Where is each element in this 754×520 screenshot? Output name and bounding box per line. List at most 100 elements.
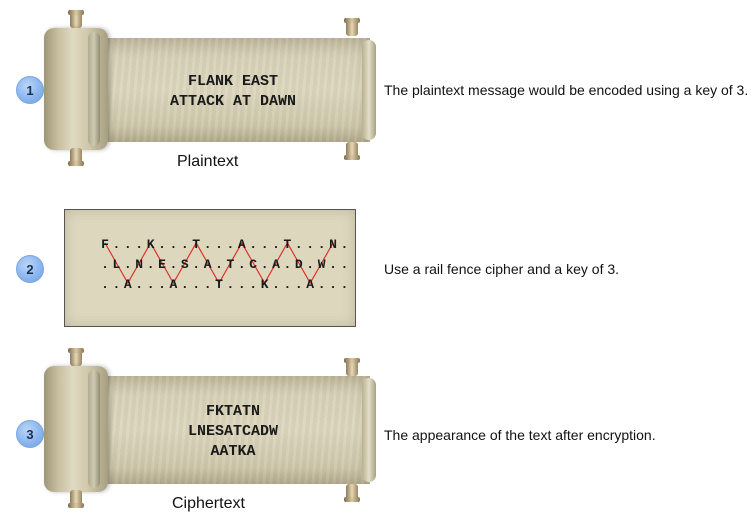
zigzag-path bbox=[104, 241, 334, 285]
ciphertext-scroll: FKTATN LNESATCADW AATKA bbox=[44, 348, 376, 508]
scroll-knob bbox=[344, 142, 360, 160]
rail-dot: . bbox=[181, 277, 189, 292]
rail-dot: . bbox=[135, 277, 143, 292]
rail-dot: . bbox=[340, 257, 348, 272]
rail-letter: A bbox=[169, 277, 177, 292]
rail-letter: A bbox=[306, 277, 314, 292]
step-1-description: The plaintext message would be encoded u… bbox=[384, 82, 749, 98]
plaintext-scroll: FLANK EAST ATTACK AT DAWN bbox=[44, 10, 376, 166]
rail-letter: N bbox=[329, 237, 337, 252]
rail-dot: . bbox=[147, 277, 155, 292]
rail-dot: . bbox=[329, 277, 337, 292]
rail-letter: A bbox=[238, 237, 246, 252]
rail-letter: T bbox=[283, 237, 291, 252]
step-badge-3: 3 bbox=[16, 420, 44, 448]
rail-letter: K bbox=[147, 237, 155, 252]
rail-letter: T bbox=[215, 277, 223, 292]
rail-dot: . bbox=[101, 277, 109, 292]
plaintext-line-1: FLANK EAST bbox=[187, 73, 278, 90]
rail-dot: . bbox=[261, 237, 269, 252]
rail-dot: . bbox=[169, 257, 177, 272]
rail-letter: D bbox=[295, 257, 303, 272]
rail-dot: . bbox=[192, 257, 200, 272]
rail-dot: . bbox=[238, 277, 246, 292]
rail-dot: . bbox=[318, 237, 326, 252]
rail-dot: . bbox=[112, 277, 120, 292]
rail-letter: T bbox=[226, 257, 234, 272]
scroll-knob bbox=[344, 358, 360, 376]
rail-letter: A bbox=[272, 257, 280, 272]
ciphertext-line-1: FKTATN bbox=[205, 403, 260, 420]
scroll-parchment bbox=[96, 38, 370, 142]
rail-dot: . bbox=[318, 277, 326, 292]
ciphertext-message: FKTATN LNESATCADW AATKA bbox=[96, 364, 370, 500]
rail-dot: . bbox=[249, 277, 257, 292]
rail-dot: . bbox=[169, 237, 177, 252]
rail-letter: E bbox=[158, 257, 166, 272]
ciphertext-caption: Ciphertext bbox=[172, 495, 245, 512]
rail-dot: . bbox=[124, 257, 132, 272]
scroll-knob bbox=[68, 348, 84, 366]
rail-dot: . bbox=[340, 277, 348, 292]
rail-letter: C bbox=[249, 257, 257, 272]
rail-letter: L bbox=[112, 257, 120, 272]
rail-dot: . bbox=[204, 237, 212, 252]
rail-dot: . bbox=[147, 257, 155, 272]
zigzag-line bbox=[104, 241, 334, 285]
scroll-knob bbox=[344, 484, 360, 502]
rail-letter: T bbox=[192, 237, 200, 252]
rail-dot: . bbox=[283, 257, 291, 272]
rail-dot: . bbox=[112, 237, 120, 252]
rail-fence-panel: F...K...T...A...T...N..L.N.E.S.A.T.C.A.D… bbox=[64, 209, 356, 327]
step-2-description: Use a rail fence cipher and a key of 3. bbox=[384, 261, 620, 277]
rail-fence-diagram: F...K...T...A...T...N..L.N.E.S.A.T.C.A.D… bbox=[101, 237, 348, 292]
ciphertext-line-3: AATKA bbox=[210, 443, 256, 460]
scroll-roll-right bbox=[362, 40, 376, 140]
scroll-parchment bbox=[96, 376, 370, 484]
rail-dot: . bbox=[192, 277, 200, 292]
plaintext-line-2: ATTACK AT DAWN bbox=[169, 93, 297, 110]
scroll-knob bbox=[68, 490, 84, 508]
rail-dot: . bbox=[329, 257, 337, 272]
rail-dot: . bbox=[215, 257, 223, 272]
rail-letter: W bbox=[318, 257, 326, 272]
rail-dot: . bbox=[306, 237, 314, 252]
rail-letter: N bbox=[135, 257, 143, 272]
step-3-description: The appearance of the text after encrypt… bbox=[384, 427, 656, 443]
rail-dot: . bbox=[158, 237, 166, 252]
rail-dot: . bbox=[272, 277, 280, 292]
rail-dot: . bbox=[261, 257, 269, 272]
rail-dot: . bbox=[295, 277, 303, 292]
scroll-roll-right bbox=[362, 378, 376, 482]
rail-dot: . bbox=[295, 237, 303, 252]
rail-letter: K bbox=[261, 277, 269, 292]
rail-letter: F bbox=[101, 237, 109, 252]
scroll-knob bbox=[68, 10, 84, 28]
rail-dot: . bbox=[283, 277, 291, 292]
rail-dot: . bbox=[226, 237, 234, 252]
rail-dot: . bbox=[306, 257, 314, 272]
scroll-knob bbox=[68, 148, 84, 166]
step-badge-1: 1 bbox=[16, 76, 44, 104]
rail-dot: . bbox=[272, 237, 280, 252]
rail-letters: F...K...T...A...T...N..L.N.E.S.A.T.C.A.D… bbox=[101, 237, 348, 292]
plaintext-message: FLANK EAST ATTACK AT DAWN bbox=[96, 24, 370, 160]
rail-dot: . bbox=[204, 277, 212, 292]
rail-dot: . bbox=[158, 277, 166, 292]
rail-dot: . bbox=[238, 257, 246, 272]
rail-dot: . bbox=[249, 237, 257, 252]
rail-dot: . bbox=[226, 277, 234, 292]
rail-letter: A bbox=[204, 257, 212, 272]
rail-letter: S bbox=[181, 257, 189, 272]
rail-letter: A bbox=[124, 277, 132, 292]
scroll-knob bbox=[344, 18, 360, 36]
rail-dot: . bbox=[101, 257, 109, 272]
step-badge-2: 2 bbox=[16, 255, 44, 283]
rail-dot: . bbox=[181, 237, 189, 252]
rail-dot: . bbox=[340, 237, 348, 252]
rail-dot: . bbox=[135, 237, 143, 252]
ciphertext-line-2: LNESATCADW bbox=[187, 423, 278, 440]
scroll-roll-left bbox=[44, 28, 108, 150]
plaintext-caption: Plaintext bbox=[177, 153, 239, 170]
scroll-roll-left bbox=[44, 366, 108, 492]
